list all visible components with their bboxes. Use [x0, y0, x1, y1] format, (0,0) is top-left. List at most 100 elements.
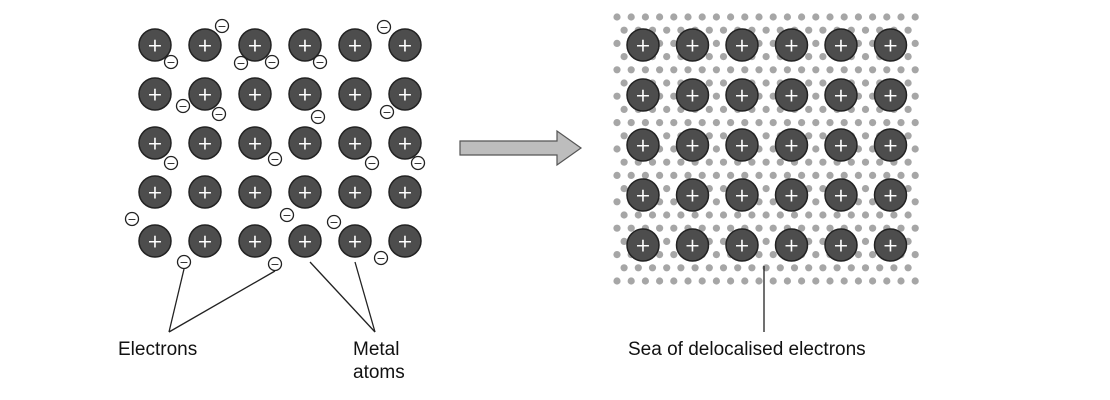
- delocalised-electron-dot: [705, 53, 713, 61]
- positive-charge-symbol: +: [347, 35, 363, 57]
- metal-atom-body: [774, 178, 809, 212]
- delocalised-electron-dot: [741, 119, 749, 127]
- metal-atom-body: [188, 175, 222, 209]
- delocalised-electron-dot: [755, 66, 763, 74]
- delocalised-electron-dot: [790, 211, 799, 219]
- delocalised-electron-dot: [762, 26, 770, 34]
- delocalised-electron-dot: [911, 119, 919, 127]
- delocalised-electron-dot: [719, 237, 728, 245]
- delocalised-electron-dot: [613, 66, 621, 74]
- metal-atom: +: [138, 224, 172, 258]
- delocalised-electron-dot: [663, 211, 671, 219]
- delocalised-electron-dot: [854, 119, 863, 127]
- delocalised-electron-dot: [670, 224, 678, 232]
- negative-charge-symbol: −: [267, 56, 276, 69]
- metal-atom-body: [725, 28, 759, 62]
- delocalised-electron-dot: [805, 264, 813, 272]
- metal-atom: +: [824, 78, 858, 112]
- positive-charge-symbol: +: [147, 35, 163, 57]
- metal-atom-body: [338, 126, 372, 160]
- delocalised-electron-dot: [904, 211, 912, 219]
- electron-body: [233, 55, 249, 71]
- electron: −: [326, 214, 342, 230]
- delocalised-electron-dot: [641, 13, 650, 21]
- delocalised-electron-dot: [727, 277, 735, 285]
- delocalised-electron-dot: [613, 171, 621, 179]
- metal-atom: +: [774, 128, 809, 162]
- delocalised-electron-dot: [741, 171, 749, 179]
- metal-atom: +: [626, 128, 660, 162]
- electron: −: [376, 19, 392, 35]
- metal-atom-body: [388, 28, 422, 62]
- metal-atom: +: [725, 78, 759, 112]
- electron-body: [214, 18, 230, 34]
- positive-charge-symbol: +: [297, 231, 313, 253]
- positive-charge-symbol: +: [833, 185, 849, 207]
- delocalised-electron-dot: [790, 264, 799, 272]
- electron-body: [124, 211, 140, 227]
- metal-atom: +: [388, 28, 422, 62]
- delocalised-electron-dot: [670, 145, 678, 153]
- metal-atom-body: [338, 224, 372, 258]
- positive-charge-symbol: +: [883, 185, 899, 207]
- negative-charge-symbol: −: [270, 153, 279, 166]
- delocalised-electron-dot: [741, 13, 749, 21]
- positive-charge-symbol: +: [297, 35, 313, 57]
- metal-atom-body: [188, 224, 222, 258]
- delocalised-electron-dot: [663, 105, 671, 113]
- metal-atom: +: [238, 175, 272, 209]
- metal-atom: +: [138, 126, 172, 160]
- metal-atom-body: [388, 224, 422, 258]
- delocalised-electron-dot: [613, 92, 621, 100]
- metal-atom-body: [774, 78, 809, 112]
- metal-atom-body: [188, 28, 222, 62]
- metal-atom: +: [824, 128, 858, 162]
- right-atom-lattice: ++++++++++++++++++++++++++++++: [626, 28, 908, 262]
- metal-atom-body: [675, 178, 710, 212]
- delocalised-electron-dot: [904, 105, 912, 113]
- metal-atom: +: [824, 28, 858, 62]
- electron-body: [267, 256, 283, 272]
- delocalised-electron-dot: [634, 211, 642, 219]
- metal-atom: +: [873, 28, 908, 62]
- delocalised-electron-dot: [705, 264, 713, 272]
- metal-atom: +: [388, 77, 422, 111]
- delocalised-electron-dot: [712, 145, 721, 153]
- delocalised-electron-dot: [847, 264, 855, 272]
- delocalised-electron-dot: [833, 211, 841, 219]
- metal-atom-body: [725, 178, 759, 212]
- delocalised-electron-dot: [769, 277, 777, 285]
- positive-charge-symbol: +: [397, 84, 413, 106]
- electron: −: [214, 18, 230, 34]
- delocalised-electron-dot: [812, 251, 820, 259]
- delocalised-electron-dot: [613, 277, 621, 285]
- delocalised-electron-dot: [776, 211, 784, 219]
- delocalised-electron-dot: [762, 53, 770, 61]
- metal-atom-body: [388, 175, 422, 209]
- delocalised-electron-dot: [684, 171, 692, 179]
- delocalised-electron-dot: [627, 119, 635, 127]
- delocalised-electron-dot: [762, 105, 770, 113]
- delocalised-electron-dot: [805, 158, 813, 166]
- delocalised-electron-dot: [698, 277, 706, 285]
- delocalised-electron-dot: [805, 132, 813, 140]
- delocalised-electron-dot: [641, 277, 650, 285]
- delocalised-electron-dot: [798, 119, 806, 127]
- metal-atom-body: [675, 128, 710, 162]
- positive-charge-symbol: +: [297, 133, 313, 155]
- delocalised-electron-dot: [911, 13, 919, 21]
- metal-atom: +: [188, 224, 222, 258]
- negative-charge-symbol: −: [376, 252, 385, 265]
- delocalised-electron-dot: [840, 171, 848, 179]
- delocalised-electron-dot: [861, 26, 870, 34]
- delocalised-electron-dot: [869, 119, 877, 127]
- delocalised-electron-dot: [911, 39, 919, 48]
- delocalised-electron-dot: [840, 13, 848, 21]
- delocalised-electron-dot: [783, 66, 792, 74]
- delocalised-electron-dot: [620, 53, 628, 61]
- metal-atom-leader-line: [354, 261, 376, 333]
- delocalised-electron-dot: [854, 251, 863, 259]
- delocalised-electron-dot: [705, 79, 713, 87]
- metal-atom: +: [725, 28, 759, 62]
- positive-charge-symbol: +: [734, 35, 750, 57]
